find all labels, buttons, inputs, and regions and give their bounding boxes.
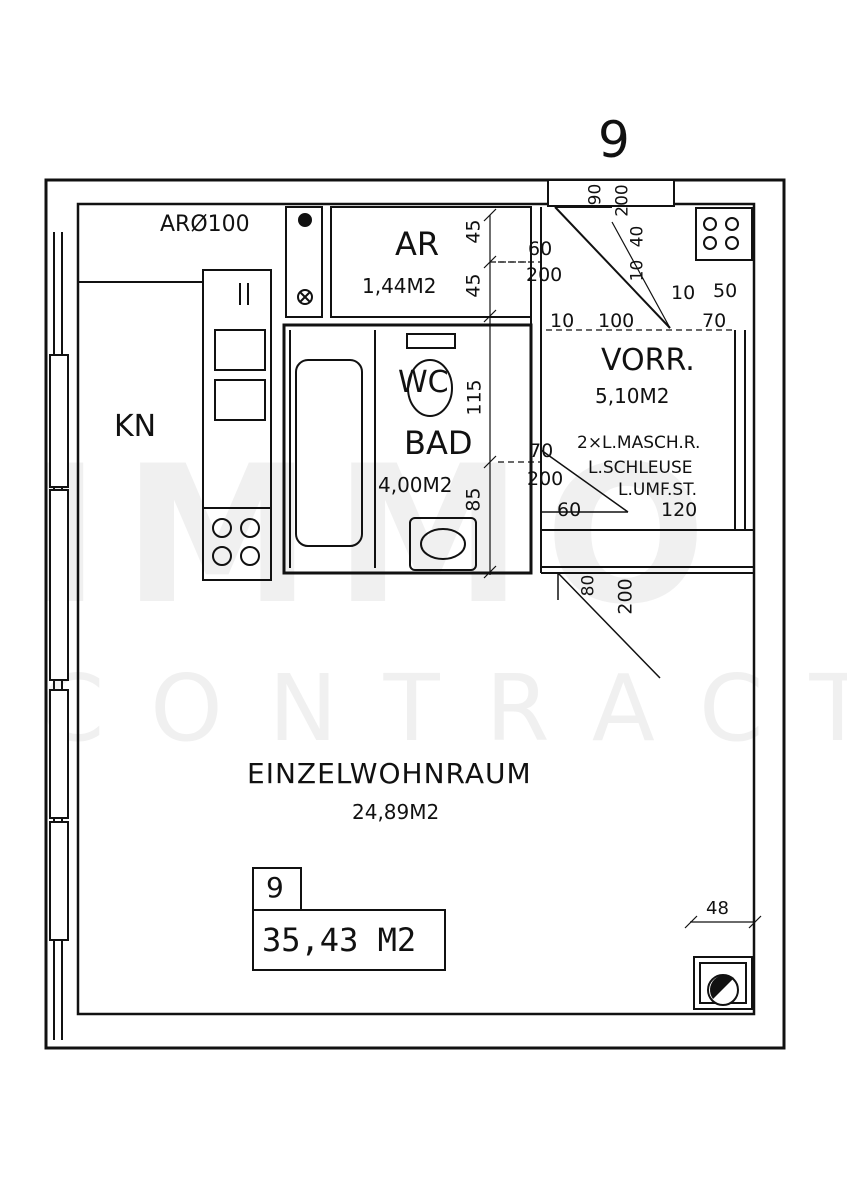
dim-70-right: 70 (702, 310, 727, 332)
unit-box-number: 9 (266, 871, 284, 904)
dim-200-entry: 200 (612, 184, 633, 217)
storage-label: AR (395, 225, 440, 263)
window-2 (49, 489, 69, 681)
chimney (693, 956, 753, 1010)
washbasin (409, 517, 477, 571)
dim-10-entry: 10 (627, 259, 648, 282)
window-4 (49, 821, 69, 941)
living-area: 24,89M2 (352, 800, 440, 824)
bath-label: BAD (404, 424, 473, 462)
installation-shaft (285, 206, 323, 318)
corner-fixture (695, 207, 753, 261)
outer-wall-outline (44, 178, 786, 1050)
entry-door-swing (554, 206, 671, 329)
wc-bowl (407, 359, 453, 417)
vent-label: ARØ100 (160, 212, 250, 237)
wc-tank (406, 333, 456, 349)
hall-note-2: L.SCHLEUSE (588, 458, 693, 478)
living-door-swing (557, 572, 661, 679)
dim-200-door: 200 (527, 468, 564, 490)
bath-area: 4,00M2 (378, 473, 453, 497)
wc-label: WC (398, 365, 449, 400)
dim-120: 120 (661, 499, 698, 521)
dim-90: 90 (585, 183, 606, 206)
storage-area: 1,44M2 (362, 274, 437, 298)
bath-door-swing (540, 449, 629, 513)
dim-115: 115 (463, 379, 486, 416)
kitchen-stove (202, 507, 272, 581)
unit-total-area: 35,43 M2 (262, 921, 417, 959)
inner-wall-outline (76, 202, 756, 1016)
kitchen-counter (202, 269, 272, 581)
hall-note-3: L.UMF.ST. (618, 480, 697, 500)
unit-area-box (252, 909, 446, 971)
dim-100: 100 (598, 310, 635, 332)
dim-60-door: 60 (557, 499, 582, 521)
dim-200-living: 200 (614, 578, 637, 615)
dim-10-left: 10 (550, 310, 575, 332)
dim-60-top: 60 (528, 238, 553, 260)
hall-note-1: 2×L.MASCH.R. (577, 433, 701, 453)
living-label: EINZELWOHNRAUM (247, 757, 532, 790)
dim-45-upper: 45 (462, 219, 485, 244)
dim-48: 48 (706, 898, 729, 919)
bathtub (295, 359, 363, 547)
unit-number: 9 (598, 111, 630, 169)
window-1 (49, 354, 69, 488)
hall-area: 5,10M2 (595, 384, 670, 408)
dim-40: 40 (627, 225, 648, 248)
hall-label: VORR. (601, 343, 695, 378)
dim-50: 50 (713, 280, 738, 302)
entry-door-frame (547, 179, 675, 207)
dim-80: 80 (578, 574, 599, 597)
window-3 (49, 689, 69, 819)
dim-10-right: 10 (671, 282, 696, 304)
dim-200-top: 200 (526, 264, 563, 286)
kitchen-label: KN (114, 409, 157, 444)
dim-45-lower: 45 (462, 273, 485, 298)
dim-70-door: 70 (529, 440, 554, 462)
dim-85: 85 (462, 487, 485, 512)
